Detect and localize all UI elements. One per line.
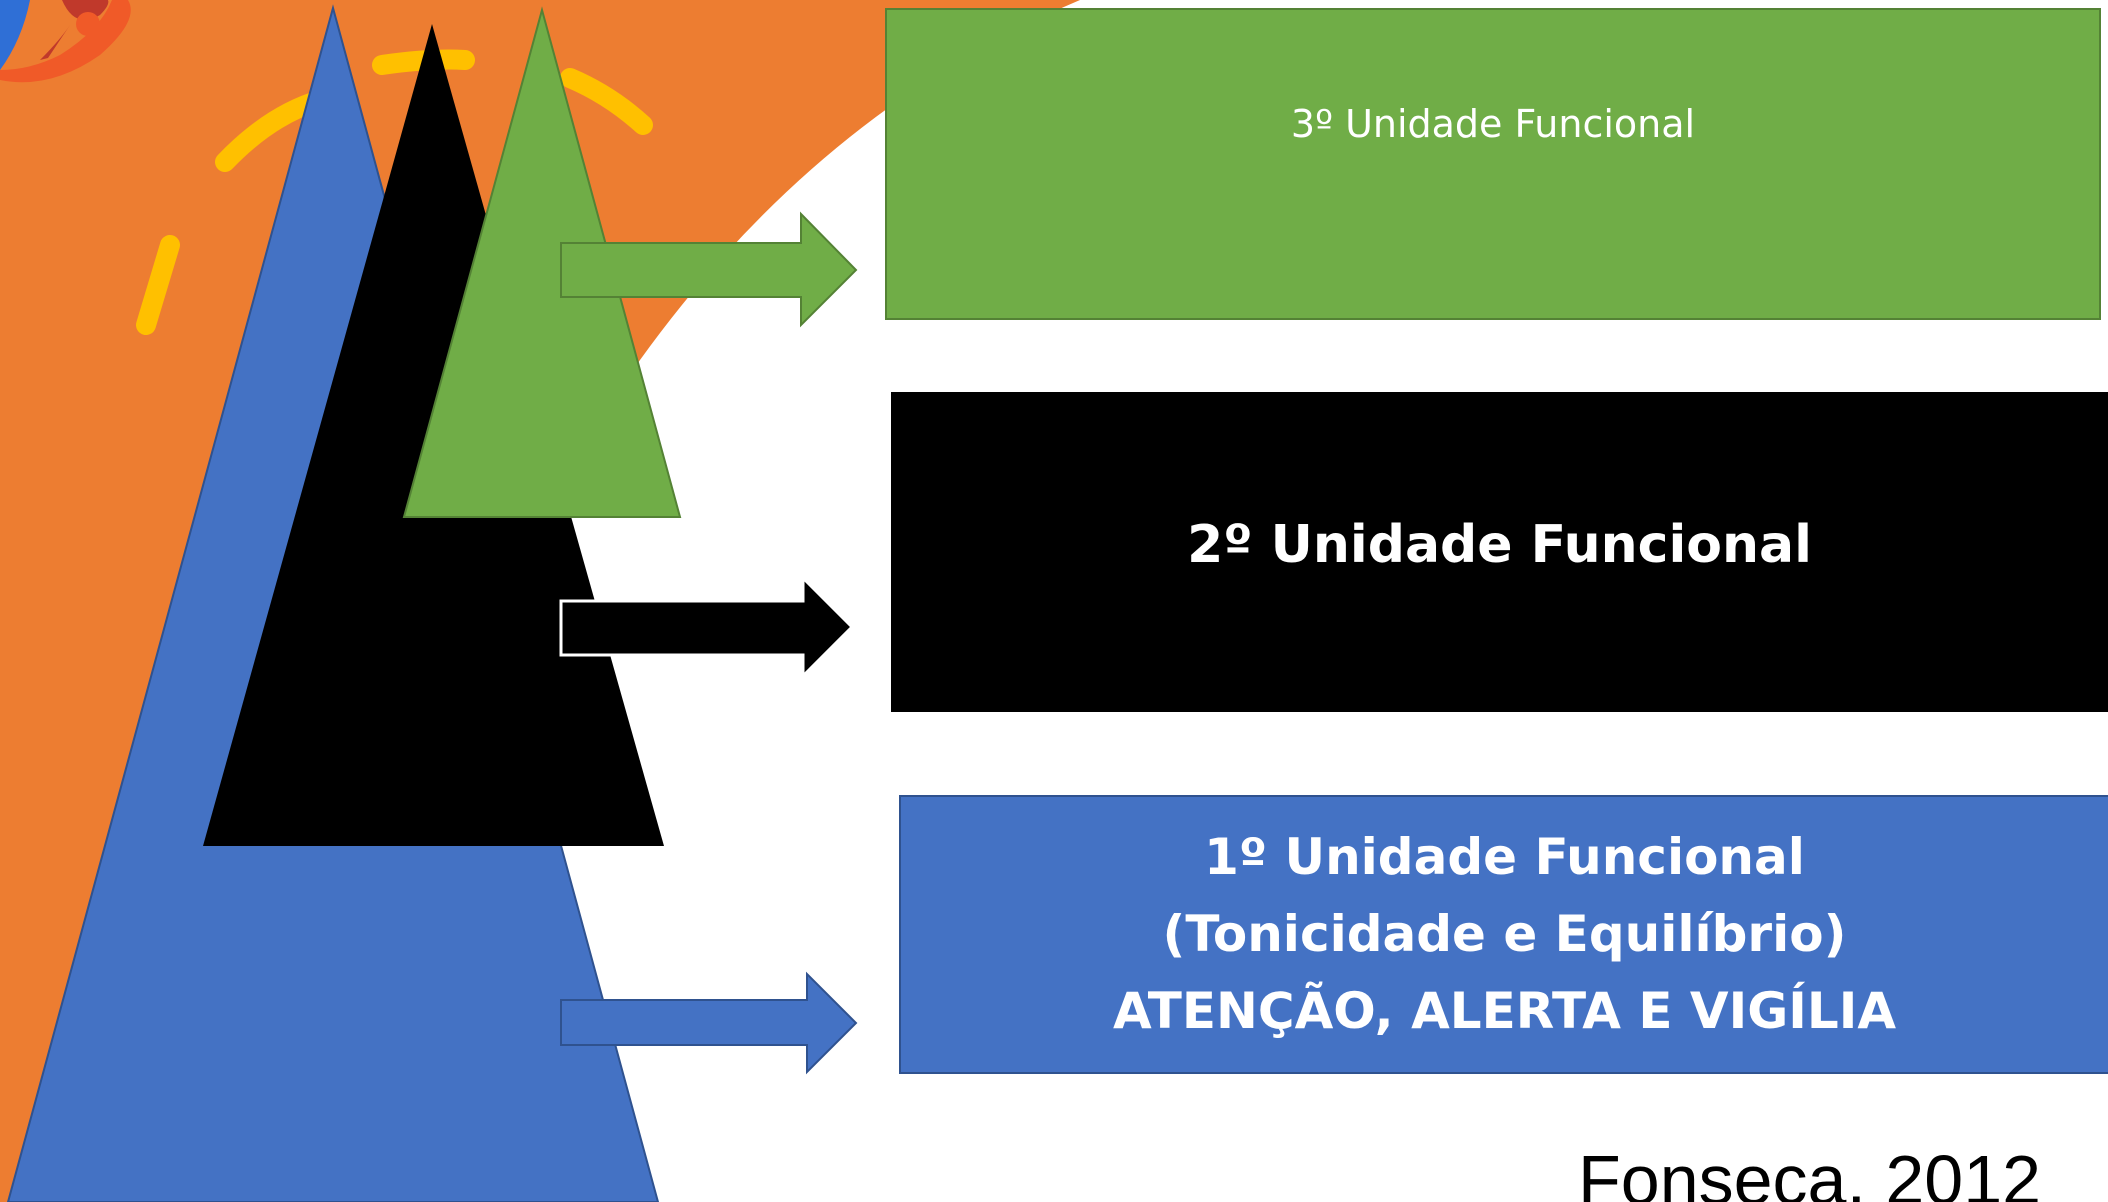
logo-blue-mark xyxy=(0,0,30,70)
arrow-unit-3 xyxy=(560,211,858,328)
arrow-unit-2 xyxy=(559,574,855,680)
unit-2-label: 2º Unidade Funcional xyxy=(1187,515,1812,575)
citation-text: Fonseca, 2012 xyxy=(1578,1141,2042,1202)
unit-3-label: 3º Unidade Funcional xyxy=(1290,102,1696,146)
unit-1-title: 1º Unidade Funcional xyxy=(1204,828,1805,886)
unit-1-description: ATENÇÃO, ALERTA E VIGÍLIA xyxy=(1112,982,1897,1040)
logo-head-icon xyxy=(76,12,100,36)
unit-1-subtitle: (Tonicidade e Equilíbrio) xyxy=(1162,905,1847,963)
arrow-unit-1 xyxy=(560,971,858,1075)
unit-2-box: 2º Unidade Funcional xyxy=(891,392,2108,712)
logo-red-mark xyxy=(0,0,131,83)
unit-1-box: 1º Unidade Funcional (Tonicidade e Equil… xyxy=(899,795,2108,1074)
unit-3-box: 3º Unidade Funcional xyxy=(885,8,2101,320)
